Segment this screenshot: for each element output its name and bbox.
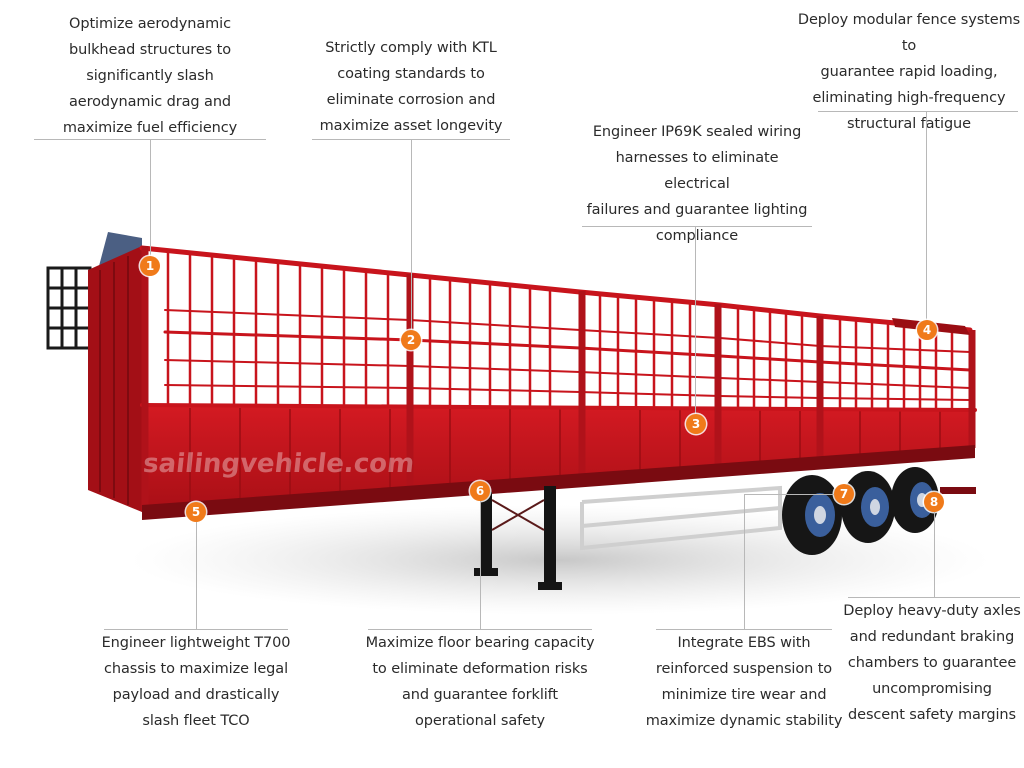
- callout-line: eliminate corrosion and: [326, 92, 496, 108]
- callout-line: aerodynamic drag and: [68, 94, 232, 110]
- marker-5: 5: [186, 502, 206, 522]
- marker-7: 7: [834, 484, 854, 504]
- callout-7-overline: [656, 629, 832, 630]
- callout-line: uncompromising: [872, 681, 992, 697]
- callout-5-leader: [196, 522, 197, 630]
- callout-line: coating standards to: [337, 66, 485, 82]
- callout-line: compliance: [655, 228, 739, 244]
- ground-shadow: [130, 505, 990, 615]
- watermark: sailingvehicle.com: [142, 449, 416, 479]
- fence-posts: [141, 246, 976, 512]
- callout-line: Deploy modular fence systems to: [797, 12, 1021, 54]
- wheel-group: [782, 467, 939, 555]
- callout-2-text: Strictly comply with KTL coating standar…: [312, 35, 510, 139]
- callout-1-leader: [150, 139, 151, 257]
- callout-line: Strictly comply with KTL: [325, 40, 497, 56]
- landing-gear: [474, 486, 562, 590]
- callout-line: chambers to guarantee: [847, 655, 1017, 671]
- callout-line: chassis to maximize legal: [104, 661, 288, 677]
- callout-4-text: Deploy modular fence systems to guarante…: [794, 7, 1024, 137]
- callout-8-overline: [848, 597, 1020, 598]
- callout-4-leader: [926, 111, 927, 321]
- callout-line: Maximize floor bearing capacity: [365, 635, 595, 651]
- callout-1-text: Optimize aerodynamic bulkhead structures…: [34, 11, 266, 141]
- marker-3: 3: [686, 414, 706, 434]
- front-basket: [46, 266, 92, 350]
- callout-line: payload and drastically: [112, 687, 280, 703]
- callout-3-leader: [695, 226, 696, 415]
- callout-line: structural fatigue: [847, 116, 971, 132]
- side-wall-lower: [142, 405, 975, 512]
- marker-4: 4: [917, 320, 937, 340]
- callout-line: Optimize aerodynamic: [69, 16, 231, 32]
- callout-line: minimize tire wear and: [661, 687, 827, 703]
- callout-line: and redundant braking: [849, 629, 1015, 645]
- chassis-beam: [142, 445, 975, 520]
- callout-7-leader: [744, 494, 745, 630]
- callout-3-underline: [582, 226, 812, 227]
- callout-line: reinforced suspension to: [655, 661, 833, 677]
- fence-frame: [139, 245, 977, 412]
- side-guard: [580, 485, 782, 551]
- callout-line: Integrate EBS with: [677, 635, 811, 651]
- rear-bumper: [940, 487, 976, 494]
- marker-6: 6: [470, 481, 490, 501]
- callout-2-leader: [411, 139, 412, 331]
- callout-5-overline: [104, 629, 288, 630]
- marker-2: 2: [401, 330, 421, 350]
- marker-8: 8: [924, 492, 944, 512]
- callout-line: guarantee rapid loading,: [820, 64, 998, 80]
- callout-line: Engineer lightweight T700: [101, 635, 291, 651]
- callout-line: maximize fuel efficiency: [62, 120, 238, 136]
- marker-1: 1: [140, 256, 160, 276]
- callout-6-leader: [480, 501, 481, 630]
- callout-4-underline: [818, 111, 1018, 112]
- callout-line: and guarantee forklift: [401, 687, 559, 703]
- callout-line: bulkhead structures to: [69, 42, 231, 58]
- callout-7-horizontal-leader: [744, 494, 834, 495]
- callout-line: failures and guarantee lighting: [586, 202, 808, 218]
- callout-8-leader: [934, 512, 935, 598]
- callout-line: descent safety margins: [848, 707, 1016, 723]
- callout-6-text: Maximize floor bearing capacity to elimi…: [358, 630, 602, 734]
- callout-3-text: Engineer IP69K sealed wiring harnesses t…: [582, 119, 812, 249]
- callout-line: eliminating high-frequency: [812, 90, 1006, 106]
- callout-line: Engineer IP69K sealed wiring: [592, 124, 802, 140]
- callout-6-overline: [368, 629, 592, 630]
- callout-line: slash fleet TCO: [142, 713, 250, 729]
- callout-line: maximize dynamic stability: [645, 713, 843, 729]
- callout-8-text: Deploy heavy-duty axles and redundant br…: [840, 598, 1024, 728]
- callout-line: maximize asset longevity: [319, 118, 503, 134]
- callout-line: to eliminate deformation risks: [372, 661, 588, 677]
- callout-line: harnesses to eliminate electrical: [615, 150, 779, 192]
- callout-line: operational safety: [414, 713, 546, 729]
- callout-5-text: Engineer lightweight T700 chassis to max…: [96, 630, 296, 734]
- callout-7-text: Integrate EBS with reinforced suspension…: [640, 630, 848, 734]
- callout-line: significantly slash: [86, 68, 214, 84]
- fence-bars: [166, 252, 954, 410]
- callout-line: Deploy heavy-duty axles: [843, 603, 1021, 619]
